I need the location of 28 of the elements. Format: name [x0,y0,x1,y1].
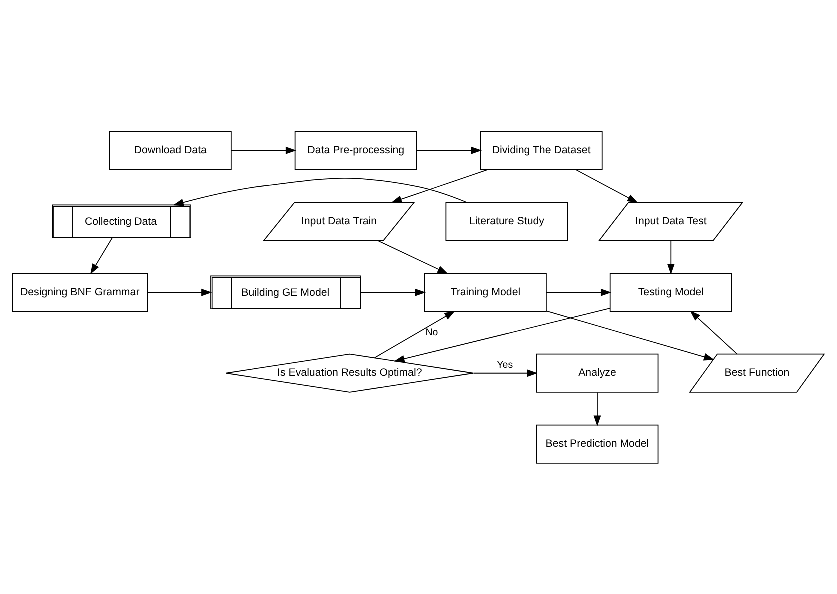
edge-label: Yes [497,359,514,370]
arrow [173,178,468,206]
arrow [416,146,482,154]
node-box: Dividing The Dataset [480,130,603,170]
arrow [378,240,448,274]
arrow [394,308,611,362]
arrow [546,288,612,296]
arrow [391,168,489,202]
node-box: Data Pre-processing [294,130,418,170]
node-box: Literature Study [446,202,568,241]
arrow [690,310,738,354]
arrow [231,146,297,154]
arrow [594,392,602,426]
node-box: Best Prediction Model [536,424,659,464]
arrow [374,310,456,358]
node-box: Testing Model [610,272,732,312]
edge-label: No [426,326,438,338]
node-box: Training Model [424,272,547,312]
arrow [473,369,538,377]
node-box: Download Data [109,130,232,170]
arrow [667,240,675,274]
arrow [546,310,715,360]
arrow [360,288,426,296]
arrow [576,168,638,203]
node-box: Designing BNF Grammar [12,272,148,312]
node-box: Analyze [536,353,659,392]
arrow [147,288,212,296]
arrow [90,237,113,274]
